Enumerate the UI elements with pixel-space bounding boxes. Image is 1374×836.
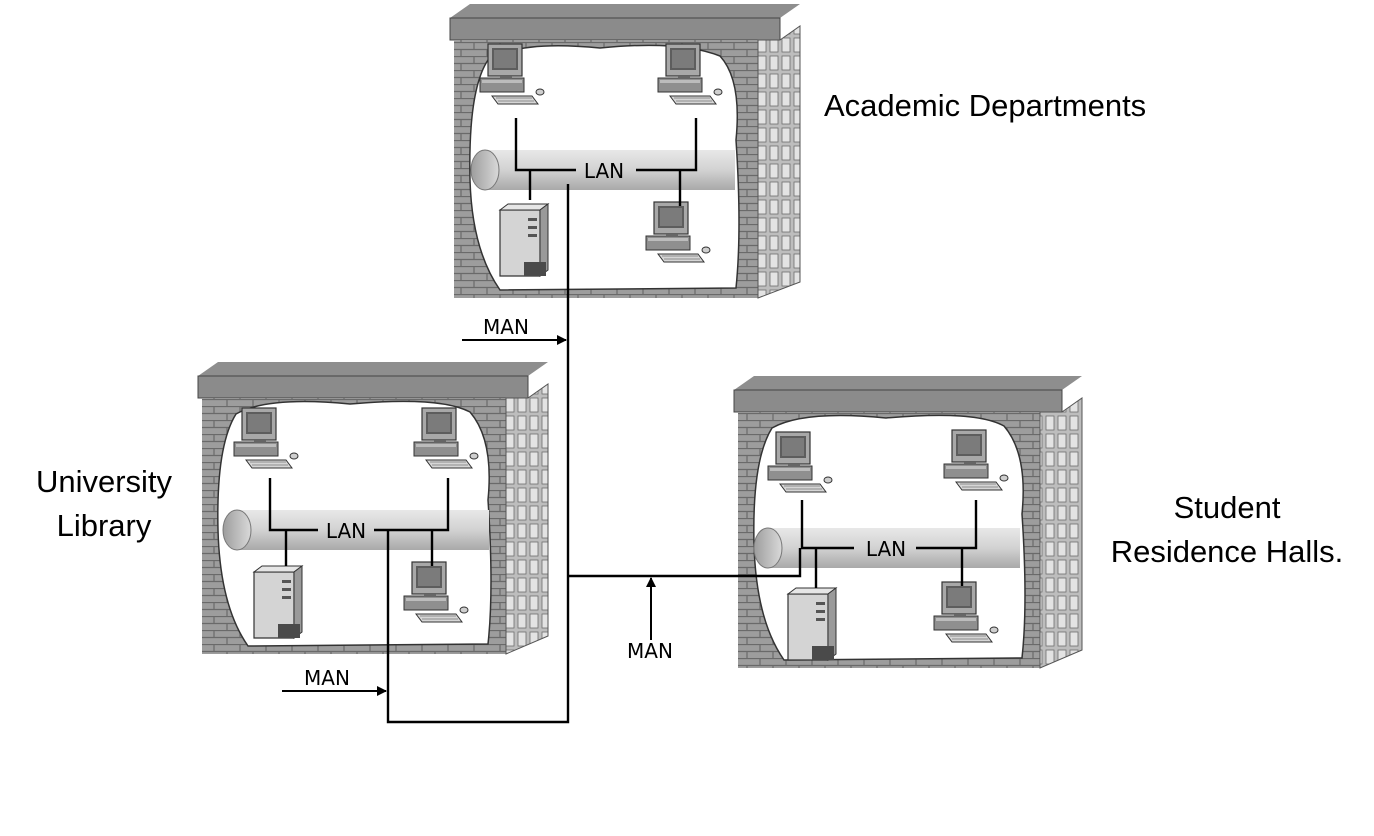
roof xyxy=(198,362,548,376)
lan-label: LAN xyxy=(326,519,366,543)
man-label-bottom-left: MAN xyxy=(304,666,350,690)
caption-residence-line2: Residence Halls. xyxy=(1110,534,1344,569)
server-tower-icon xyxy=(499,203,549,277)
caption-university-library: University Library xyxy=(22,460,186,548)
roof xyxy=(450,4,800,18)
man-pointer-bottom-center: MAN xyxy=(627,577,673,663)
caption-student-residence-halls: Student Residence Halls. xyxy=(1100,486,1354,574)
lan-label: LAN xyxy=(584,159,624,183)
roof xyxy=(734,376,1082,390)
man-backbone xyxy=(386,184,802,724)
building-side-windows xyxy=(757,25,801,299)
building-side-windows xyxy=(505,383,549,655)
caption-residence-line1: Student xyxy=(1173,490,1281,525)
building-side-windows xyxy=(1039,397,1083,669)
caption-academic-departments: Academic Departments xyxy=(824,84,1146,128)
caption-library-line1: University xyxy=(35,464,173,499)
caption-academic-text: Academic Departments xyxy=(824,88,1147,123)
building-residence: LAN xyxy=(733,376,1083,669)
building-library: LAN xyxy=(197,362,549,655)
man-link-residence xyxy=(568,548,802,578)
lan-label: LAN xyxy=(866,537,906,561)
man-label-bottom-center: MAN xyxy=(627,639,673,663)
building-academic: LAN xyxy=(449,4,801,299)
server-tower-icon xyxy=(253,565,303,639)
caption-library-line2: Library xyxy=(56,508,152,543)
man-label-top: MAN xyxy=(483,315,529,339)
server-tower-icon xyxy=(787,587,837,661)
man-pointer-bottom-left: MAN xyxy=(282,666,387,696)
man-link-academic-library xyxy=(386,184,570,724)
man-pointer-top: MAN xyxy=(462,315,567,345)
